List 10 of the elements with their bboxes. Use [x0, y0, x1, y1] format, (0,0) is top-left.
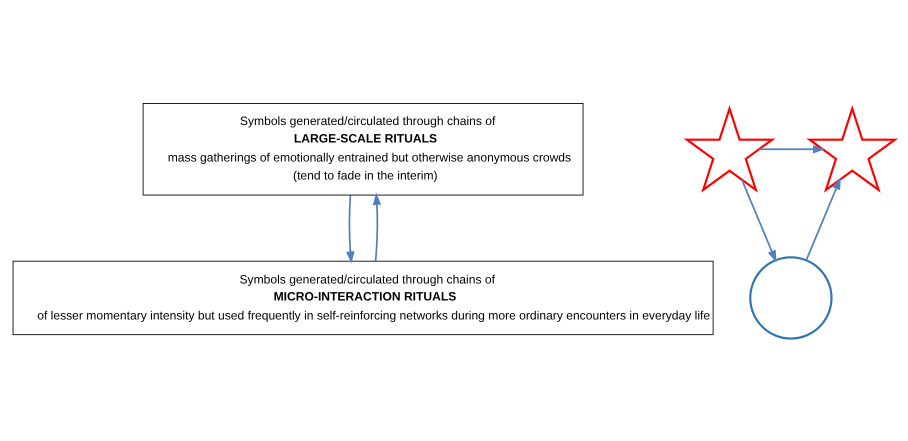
arrow	[806, 176, 841, 260]
arrow	[346, 194, 355, 264]
arrow	[759, 144, 826, 153]
arrow	[372, 192, 382, 261]
arrow	[741, 179, 776, 262]
node-box: Symbols generated/circulated through chains of LARGE-SCALE RITUALS mass gatherings of emotionally entrained but otherwise anonymous crowds (tend to fade in the interim)	[142, 102, 584, 195]
node-circle	[749, 256, 833, 340]
node-star	[684, 104, 776, 192]
node-star	[806, 104, 898, 192]
node-box: Symbols generated/circulated through chains of MICRO-INTERACTION RITUALS of lesser momentary intensity but used frequently in self-reinforcing networks during more ordinary encounters in everyday life	[12, 260, 714, 335]
